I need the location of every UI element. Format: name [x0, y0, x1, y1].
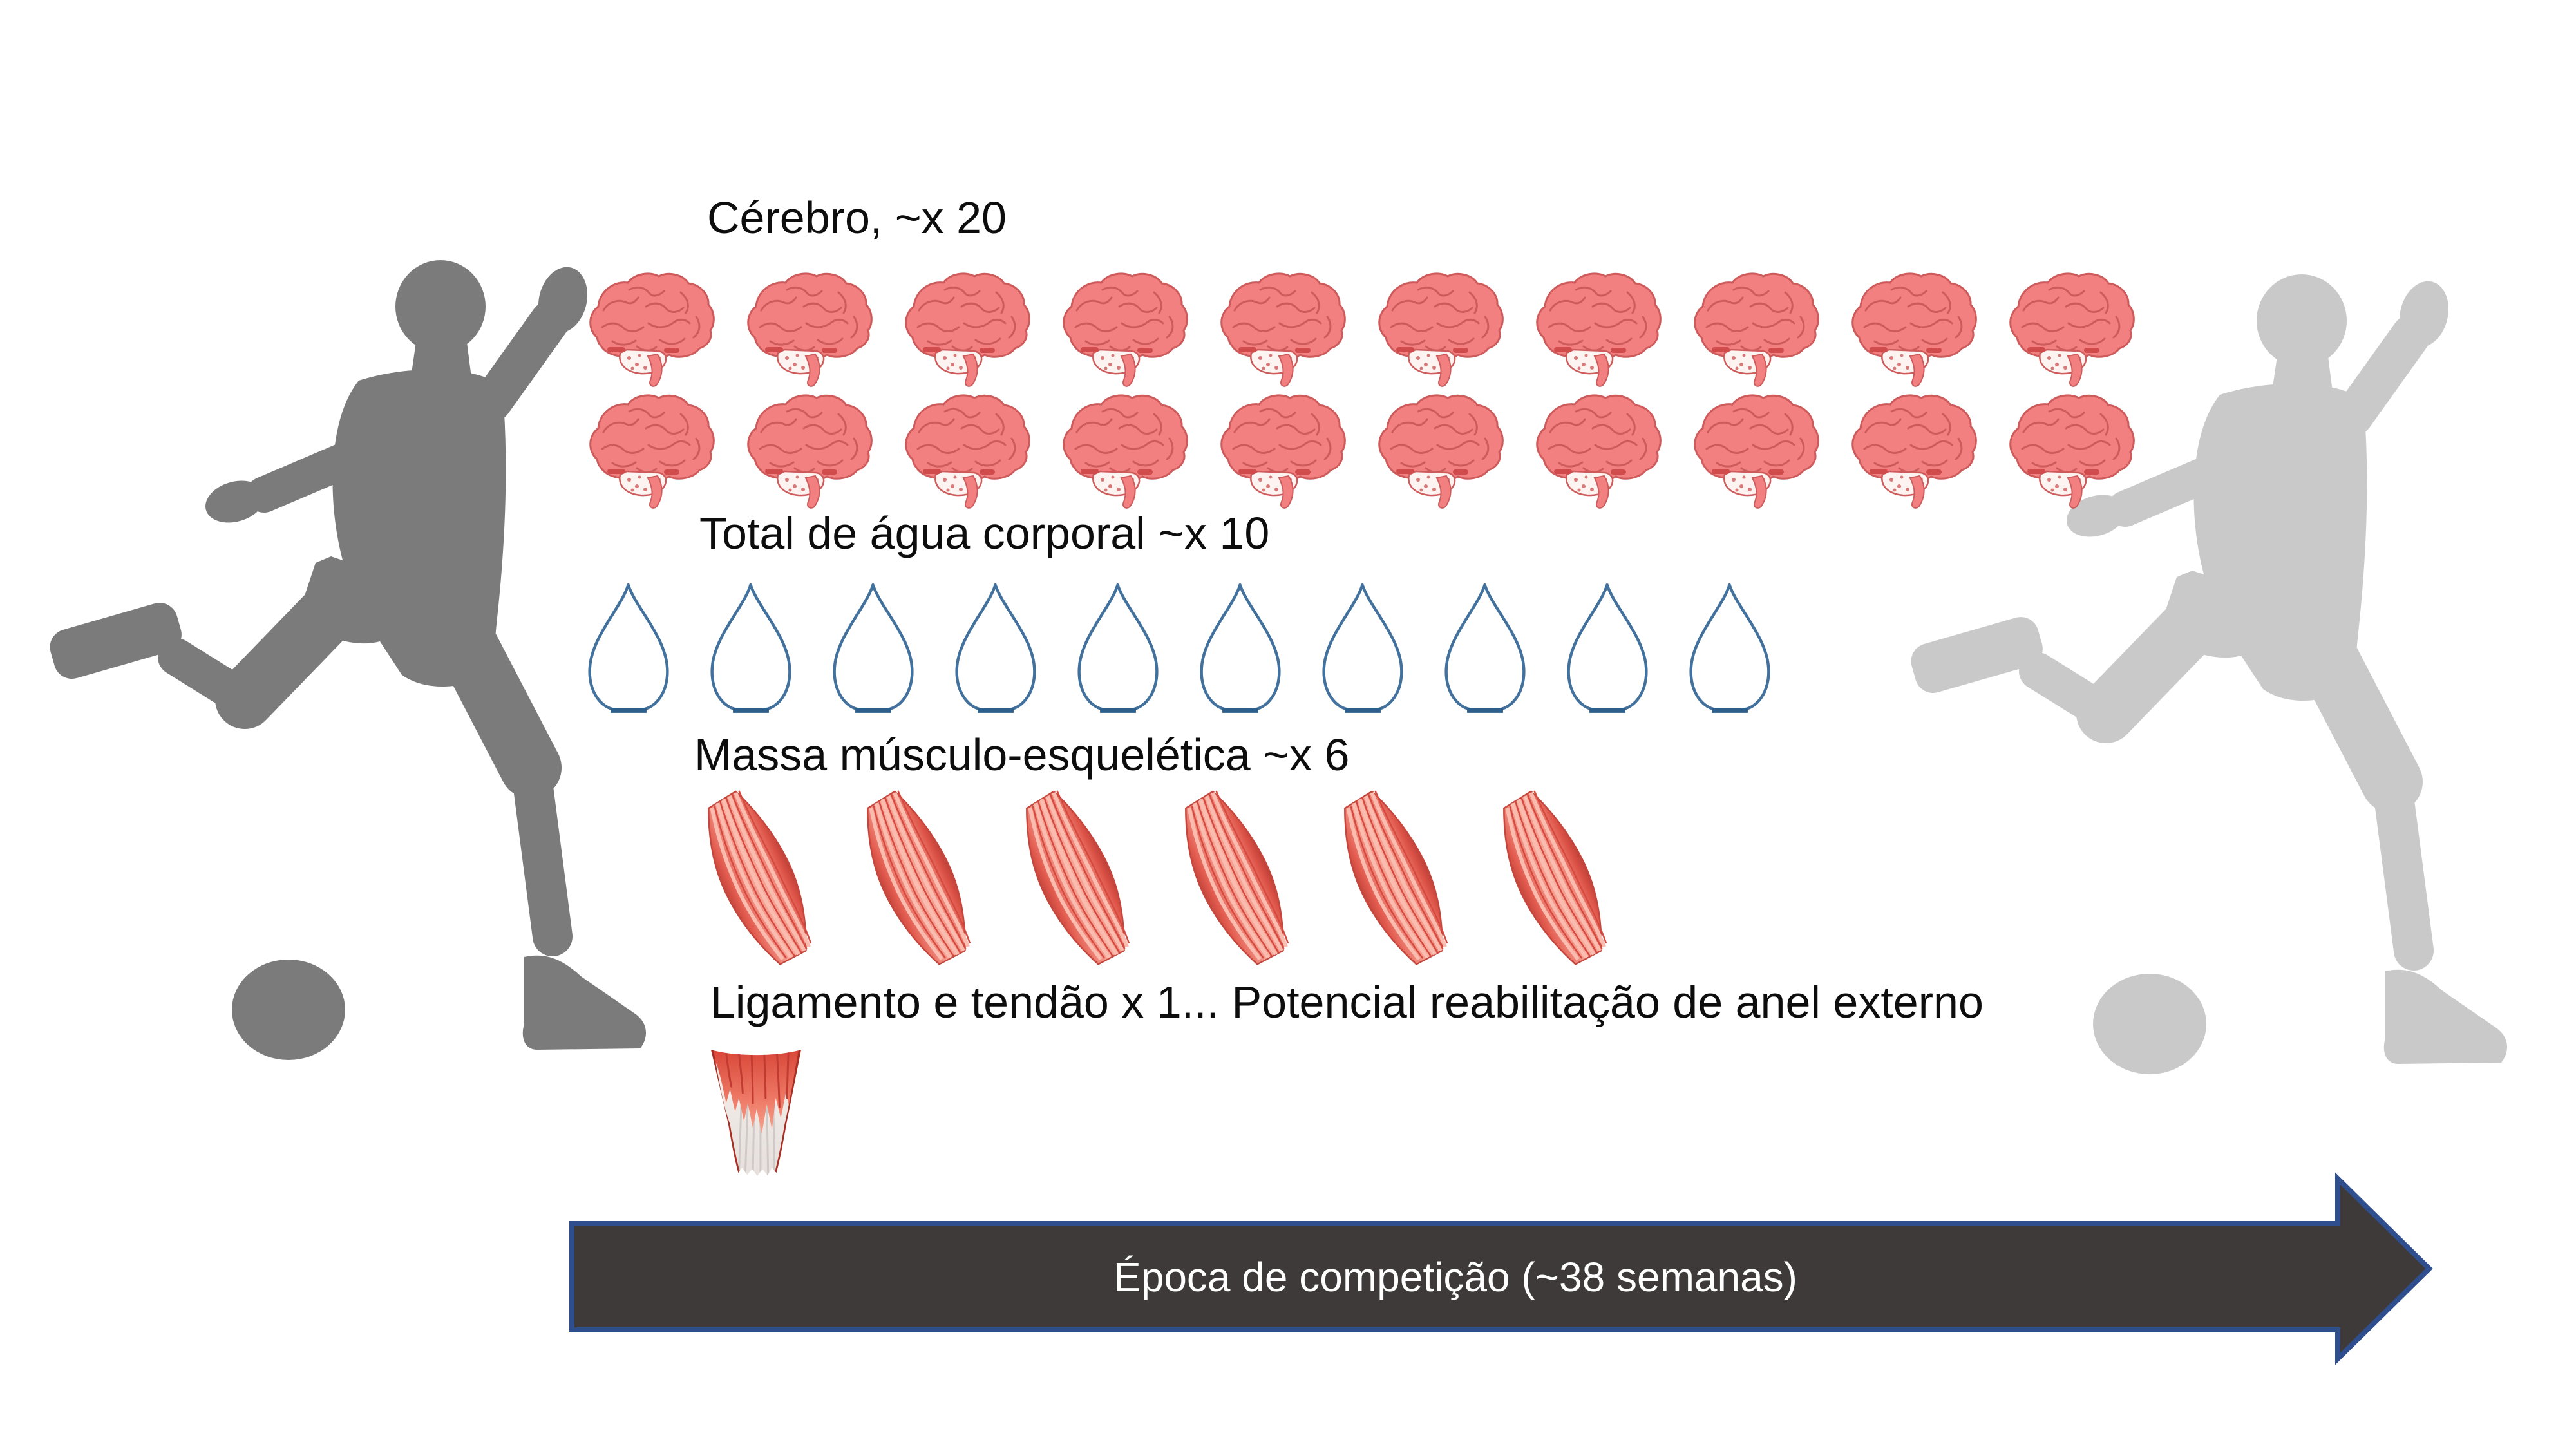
brain-icon	[898, 270, 1037, 390]
water-drop-icon-row	[583, 582, 2386, 715]
timeline-label: Época de competição (~38 semanas)	[1113, 1253, 1797, 1300]
water-drop-icon	[828, 582, 919, 715]
water-drop-icon	[705, 582, 797, 715]
water-drop-icon	[1072, 582, 1164, 715]
muscle-icon	[1479, 786, 1626, 971]
muscle-icon	[1002, 786, 1149, 971]
soccer-player-kicking-silhouette-dark	[40, 255, 652, 1066]
body-water-row-label: Total de água corporal ~x 10	[699, 508, 1270, 558]
brain-icon	[1056, 270, 1195, 390]
brain-icon	[1845, 392, 1984, 511]
brain-icon	[1056, 392, 1195, 511]
soccer-player-icon	[40, 255, 652, 1066]
timeline-arrow	[569, 1172, 2433, 1365]
water-drop-icon	[950, 582, 1041, 715]
brain-icon	[583, 392, 721, 511]
brain-icon	[898, 392, 1037, 511]
brain-icon	[1530, 270, 1668, 390]
water-drop-icon	[1439, 582, 1531, 715]
brain-icon	[1372, 392, 1510, 511]
brain-icon	[1214, 392, 1352, 511]
brain-icon	[2003, 392, 2141, 511]
muscle-icon	[684, 786, 831, 971]
muscle-mass-row-label: Massa músculo-esquelética ~x 6	[694, 730, 1350, 780]
brain-icon	[1372, 270, 1510, 390]
brain-icon	[741, 270, 879, 390]
water-drop-icon	[1684, 582, 1776, 715]
tendon-icon-row	[708, 1048, 837, 1179]
muscle-icon	[1320, 786, 1467, 971]
muscle-icon	[843, 786, 990, 971]
brain-icon	[1845, 270, 1984, 390]
muscle-icon	[1161, 786, 1308, 971]
brain-icon	[583, 270, 721, 390]
brain-icon	[1687, 392, 1826, 511]
brain-icon	[2003, 270, 2141, 390]
water-drop-icon	[1562, 582, 1653, 715]
brain-icon	[741, 392, 879, 511]
brain-icon	[1214, 270, 1352, 390]
brain-icon-row	[583, 270, 2167, 511]
water-drop-icon	[1317, 582, 1408, 715]
brain-icon	[1687, 270, 1826, 390]
brain-icon	[1530, 392, 1668, 511]
brain-row-label: Cérebro, ~x 20	[707, 193, 1007, 243]
tendon-icon	[708, 1048, 804, 1179]
muscle-icon-row	[684, 786, 1663, 971]
ligament-tendon-row-label: Ligamento e tendão x 1... Potencial reab…	[710, 977, 1984, 1027]
water-drop-icon	[1195, 582, 1286, 715]
water-drop-icon	[583, 582, 674, 715]
